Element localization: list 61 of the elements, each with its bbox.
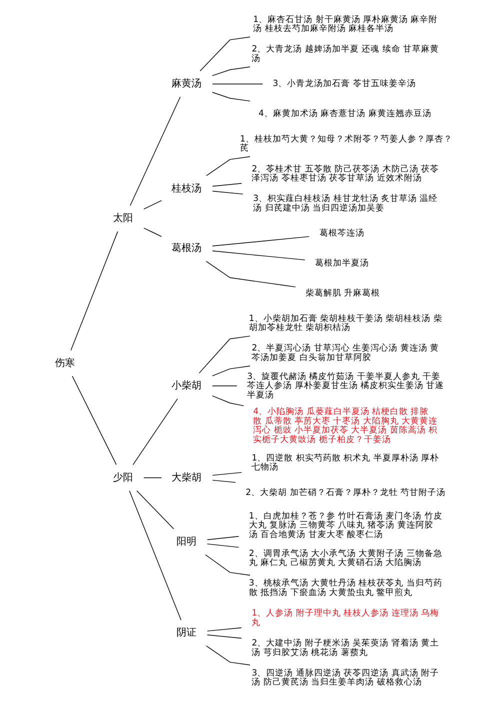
connector [206,627,242,632]
node-text: 2、半夏泻心汤 甘草泻心 生姜泻心汤 黄连汤 黄芩汤加姜夏 白头翁加甘草阿胶 [251,344,438,363]
node-text: 3、四逆汤 通脉四逆汤 茯苓四逆汤 真武汤 附子汤 防己黄芪汤 当归生姜羊肉汤 破格救心汤 [251,668,438,688]
connector [205,156,250,176]
connector [206,634,242,639]
node-text: 1、人参汤 附子理中丸 桂枝人参汤 连理汤 乌梅丸 [251,608,438,628]
node-text: 阴证 [176,628,196,639]
node-text: 桂枝汤 [171,183,202,194]
connector [211,395,244,406]
connector [198,336,250,374]
connector [71,376,116,466]
node-text: 少阳 [112,472,133,484]
connector [129,96,180,206]
node-text: 3、旋覆代赭汤 橘皮竹茹汤 干姜半夏人参丸 干姜芩连人参汤 厚朴姜夏甘生汤 橘皮枳实生姜汤 甘遂半夏汤 [246,372,444,400]
connector [212,250,305,260]
node-text: 大柴胡 [171,472,202,484]
node-text: 3、小青龙汤加石膏 苓甘五味姜辛汤 [272,79,416,90]
connector [143,200,162,210]
connector [212,236,309,246]
connector [204,554,250,576]
connector [212,472,242,476]
node-text: 3、桃核承气汤 大黄牡丹汤 桂枝茯苓丸 当归芍药散 抵挡汤 下瘀血汤 大黄蛰虫丸 鳖甲煎丸 [248,578,442,598]
node-text: 小柴胡 [171,380,202,392]
connector [211,366,250,376]
connector [136,490,174,530]
connector [128,490,181,620]
node-text: 2、调胃承气汤 大小承气汤 大黄附子汤 三物备急丸 麻仁丸 己椒苈黄丸 大黄硝石汤 大陷胸汤 [248,548,442,568]
node-text: 1、四逆散 枳实芍药散 枳术丸 半夏厚朴汤 厚朴七物汤 [251,453,438,473]
node-text: 4、小陷胸汤 瓜蒌薤白半夏汤 桔梗白散 排脓散 瓜蒂散 葶苈大枣 十枣汤 大陷胸丸 大黄黄连泻心 栀豉 小半夏加茯苓 大半夏汤 茵陈蒿汤 枳实栀子大黄豉汤 栀子柏皮？干姜汤 [252,407,438,445]
node-text: 麻黄汤 [171,78,202,90]
node-text: 伤寒 [54,358,74,369]
node-text: 3、枳实薤白桂枝汤 桂甘龙牡汤 炙甘草汤 温经汤 归芪建中汤 当归四逆汤加吴姜 [252,194,438,214]
connector [143,477,162,478]
connector [211,66,250,76]
node-text: 4、麻黄加术汤 麻杏薏甘汤 麻黄连翘赤豆汤 [258,109,431,120]
connector [132,398,178,466]
connector [212,190,243,194]
connector [205,261,296,288]
node-text: 葛根加半夏汤 [314,258,369,269]
connector [205,646,250,666]
node-text: 2、大建中汤 附子粳米汤 吴茱萸汤 肾着汤 黄土汤 芎归胶艾汤 桃花汤 薯蓣丸 [251,638,438,658]
node-text: 1、桂枝加芍大黄？知母？术附苓？芍姜人参？厚杏？芪 [239,134,452,154]
connector [206,544,239,548]
connector [211,92,250,102]
connector [212,480,236,483]
connector [206,536,239,540]
node-text: 2、大柴胡 加芒硝？石膏？厚朴？龙牡 芍甘附子汤 [245,488,446,498]
node-text: 1、小柴胡加石膏 柴胡桂枝干姜汤 柴胡桂枝汤 柴胡加苓桂龙牡 柴胡枳桔汤 [248,314,442,334]
connector [70,231,118,351]
node-text: 阳明 [176,536,196,548]
connector [143,228,162,237]
node-text: 葛根汤 [171,243,202,254]
node-text: 2、苓桂术甘 五苓散 防己茯苓汤 木防己汤 茯苓泽泻汤 苓桂枣甘汤 茯苓甘草汤 近效术附汤 [251,164,438,184]
connector [199,36,250,72]
node-text: 1、麻杏石甘汤 射干麻黄汤 厚朴麻黄汤 麻辛附汤 桂枝去芍加麻辛附汤 麻桂各半汤 [252,14,438,34]
node-text: 葛根芩连汤 [318,228,364,239]
node-text: 1、白虎加桂？苍？参 竹叶石膏汤 麦门冬汤 竹皮大丸 复脉汤 三物黄芩 八味丸 猪苓汤 黄连阿胶汤 百合地黄汤 甘麦大枣 酸枣仁汤 [248,511,442,540]
connector [212,183,242,187]
node-text: 太阳 [112,213,133,224]
node-text: 柴葛解肌 升麻葛根 [304,288,380,299]
node-text: 2、大青龙汤 越婢汤加半夏 还魂 续命 甘草麻黄汤 [251,44,438,64]
